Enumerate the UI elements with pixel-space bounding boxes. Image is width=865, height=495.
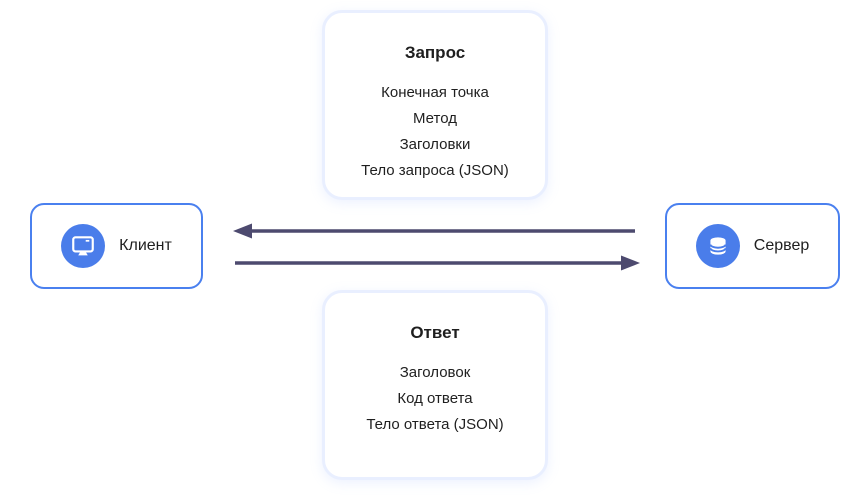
client-node: Клиент [30, 203, 203, 289]
client-node-label: Клиент [119, 237, 172, 254]
server-node: Сервер [665, 203, 840, 289]
response-item-header: Заголовок [399, 364, 471, 381]
request-card-items: Конечная точка Метод Заголовки Тело запр… [325, 80, 545, 184]
response-item-body: Тело ответа (JSON) [366, 416, 504, 433]
response-card-items: Заголовок Код ответа Тело ответа (JSON) [325, 360, 545, 438]
request-item-method: Метод [413, 110, 457, 127]
database-icon [695, 224, 740, 268]
request-item-endpoint: Конечная точка [381, 84, 489, 101]
server-node-label: Сервер [753, 237, 810, 254]
request-card: Запрос Конечная точка Метод Заголовки Те… [322, 10, 548, 200]
response-card: Ответ Заголовок Код ответа Тело ответа (… [322, 290, 548, 480]
response-card-title: Ответ [410, 323, 460, 342]
arrow-server-to-client [233, 223, 635, 239]
arrow-client-to-server [235, 255, 640, 271]
request-item-body: Тело запроса (JSON) [361, 162, 509, 179]
request-card-title: Запрос [404, 43, 466, 62]
monitor-icon [61, 224, 106, 268]
request-item-headers: Заголовки [399, 136, 471, 153]
response-item-code: Код ответа [397, 390, 473, 407]
